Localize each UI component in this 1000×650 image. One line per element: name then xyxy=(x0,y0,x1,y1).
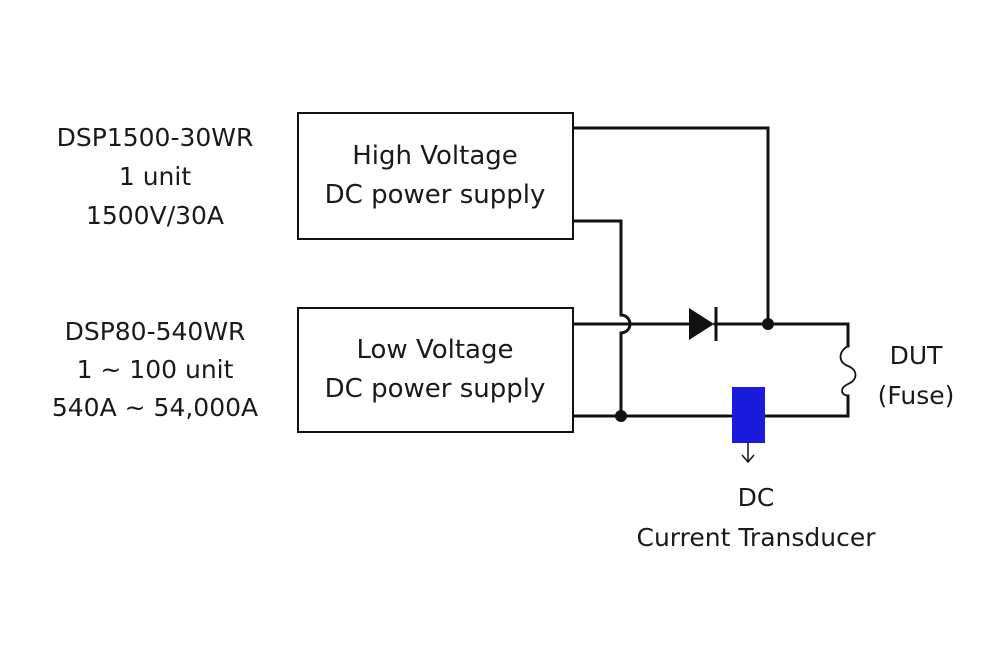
transducer-label: DC Current Transducer xyxy=(636,483,876,552)
current-transducer-block xyxy=(732,387,765,443)
hv-power-supply-box: High Voltage DC power supply xyxy=(297,112,574,240)
lv-spec: DSP80-540WR 1 ~ 100 unit 540A ~ 54,000A xyxy=(52,317,258,422)
lv-power-supply-box: Low Voltage DC power supply xyxy=(297,307,574,433)
hv-spec-model: DSP1500-30WR xyxy=(57,123,254,152)
dut-label-line1: DUT xyxy=(890,341,944,370)
junction-dot-bottom xyxy=(615,410,627,422)
lv-negative-wire xyxy=(571,394,850,418)
hv-spec-rating: 1500V/30A xyxy=(86,201,224,230)
hv-spec: DSP1500-30WR 1 unit 1500V/30A xyxy=(57,123,254,230)
hv-spec-count: 1 unit xyxy=(119,162,191,191)
lv-spec-count: 1 ~ 100 unit xyxy=(77,355,234,384)
lv-spec-model: DSP80-540WR xyxy=(65,317,246,346)
lv-spec-rating: 540A ~ 54,000A xyxy=(52,393,258,422)
dut-label-line2: (Fuse) xyxy=(878,381,955,410)
lv-box-line2: DC power supply xyxy=(325,374,546,404)
hv-negative-wire xyxy=(571,219,632,418)
fuse-symbol xyxy=(839,345,857,397)
hv-positive-wire xyxy=(571,126,770,326)
junction-dot-top xyxy=(762,318,774,330)
transducer-label-line1: DC xyxy=(738,483,775,512)
dut-label: DUT (Fuse) xyxy=(878,341,955,410)
transducer-output-arrow xyxy=(741,443,755,464)
transducer-label-line2: Current Transducer xyxy=(636,523,876,552)
diode-symbol xyxy=(689,307,718,341)
hv-box-line2: DC power supply xyxy=(325,180,546,210)
lv-box-line1: Low Voltage xyxy=(357,335,514,365)
diode-to-dut-wire xyxy=(713,322,850,348)
hv-box-line1: High Voltage xyxy=(352,141,518,171)
wires xyxy=(571,126,850,418)
